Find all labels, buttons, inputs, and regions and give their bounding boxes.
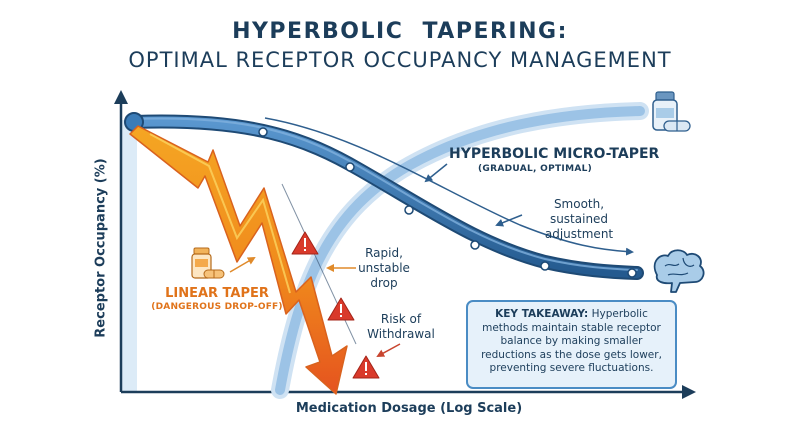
hyperbolic-sublabel: (GRADUAL, OPTIMAL): [478, 164, 593, 174]
linear-taper-arrow: [129, 125, 348, 395]
page-subtitle: OPTIMAL RECEPTOR OCCUPANCY MANAGEMENT: [128, 48, 672, 72]
page-title: HYPERBOLIC TAPERING:: [232, 19, 568, 44]
y-axis-label: Receptor Occupancy (%): [93, 158, 109, 338]
axis-shade-band: [121, 120, 137, 392]
key-takeaway-label: KEY TAKEAWAY:: [495, 308, 589, 320]
step-node: [258, 127, 268, 137]
step-node: [404, 205, 414, 215]
linear-taper-label: LINEAR TAPER: [165, 286, 269, 301]
linear-taper-sublabel: (DANGEROUS DROP-OFF): [151, 302, 283, 312]
withdrawal-risk-note: Risk of Withdrawal: [367, 312, 435, 341]
hyperbolic-label: HYPERBOLIC MICRO-TAPER: [449, 146, 660, 162]
pill-icon: [663, 120, 691, 132]
warning-icon: [352, 355, 380, 379]
smooth-adjustment-note: Smooth, sustained adjustment: [544, 197, 614, 241]
axes: [114, 90, 696, 399]
warning-icon: [327, 297, 355, 321]
step-node: [470, 240, 480, 250]
step-node: [345, 162, 355, 172]
smooth-pointer-arrow: [495, 214, 523, 227]
hyperbolic-pointer-arrow: [424, 163, 448, 183]
key-takeaway-box: KEY TAKEAWAY: Hyperbolic methods maintai…: [466, 300, 677, 389]
step-node: [627, 268, 637, 278]
brain-icon: [653, 249, 705, 293]
guide-arrow-line: [264, 117, 634, 256]
key-takeaway-text: Hyperbolic methods maintain stable recep…: [481, 308, 662, 374]
hyperbolic-curve: [124, 112, 644, 280]
linear-pointer-arrow: [229, 256, 256, 273]
warning-icon: [291, 231, 319, 255]
x-axis-label: Medication Dosage (Log Scale): [295, 401, 523, 416]
pill-icon: [203, 269, 225, 279]
risk-pointer-arrow: [376, 343, 401, 357]
step-node: [540, 261, 550, 271]
rapid-drop-note: Rapid, unstable drop: [358, 246, 410, 290]
